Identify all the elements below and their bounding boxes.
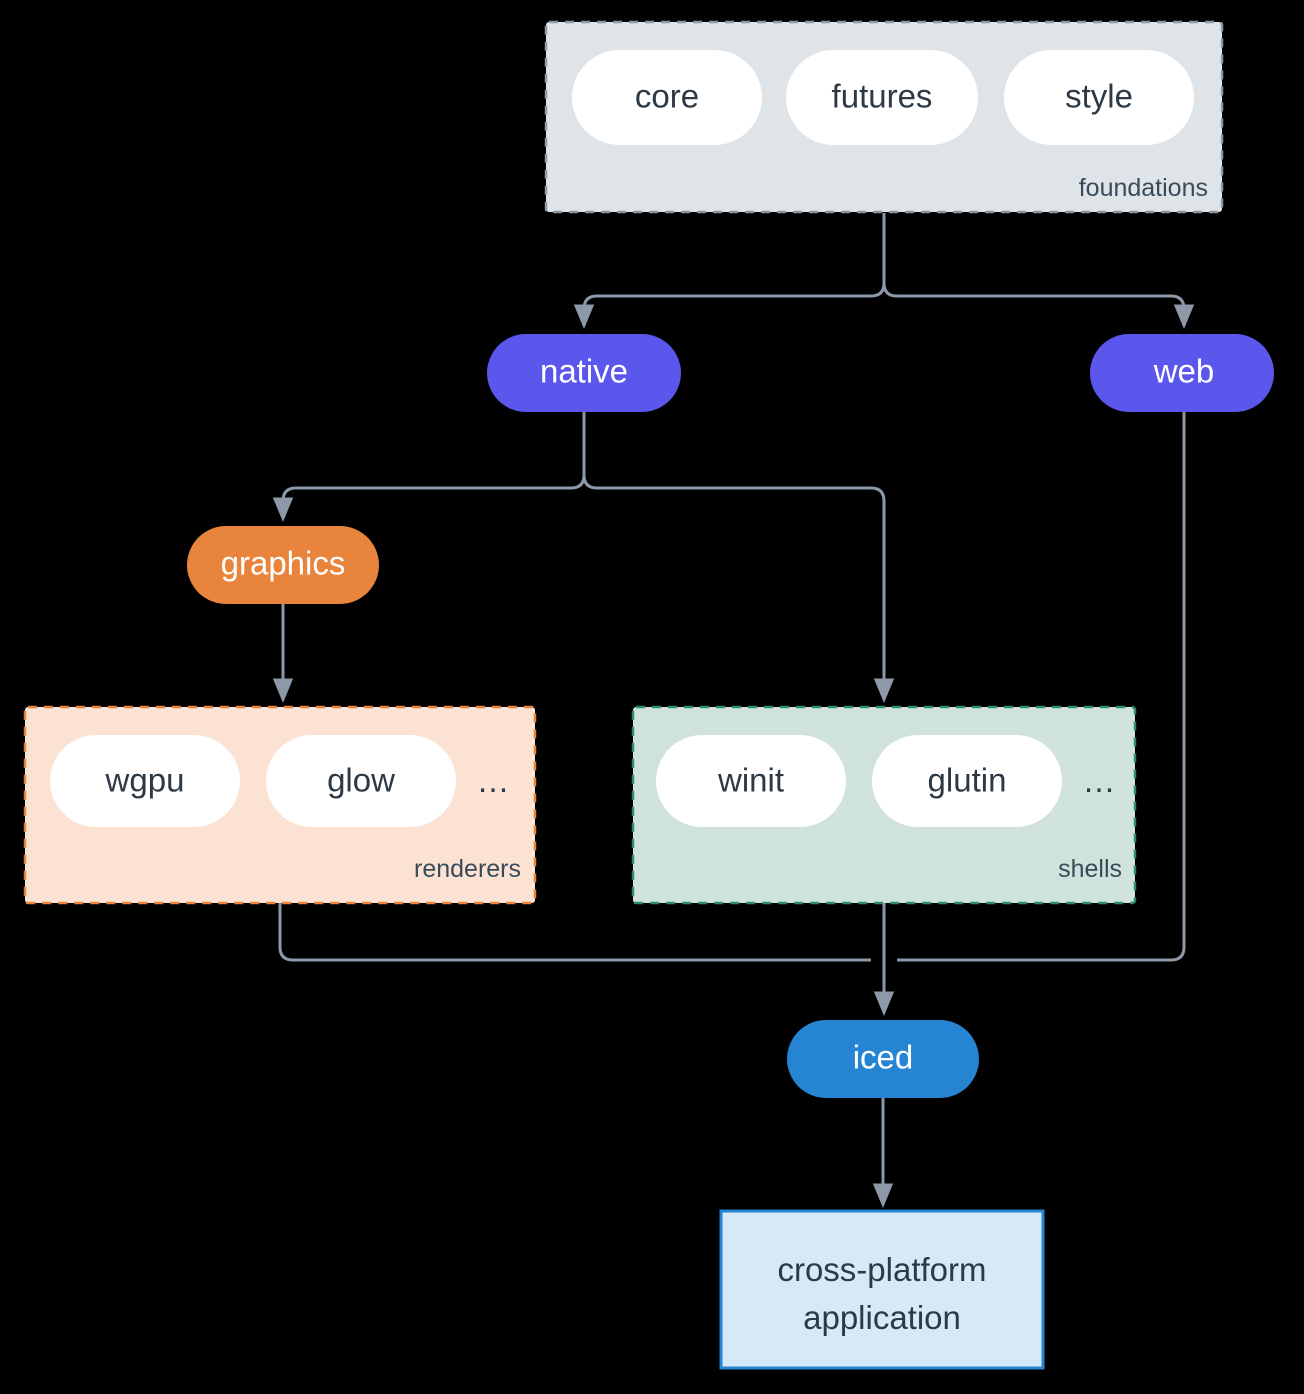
node-native-shape[interactable] bbox=[487, 334, 681, 412]
edge-native-to-graphics bbox=[272, 412, 586, 523]
cluster-shells-label: shells bbox=[1058, 855, 1122, 883]
node-glow[interactable]: glow bbox=[266, 735, 456, 827]
node-wgpu[interactable]: wgpu bbox=[50, 735, 240, 827]
node-core-label: core bbox=[635, 78, 699, 115]
node-application-label-line2: application bbox=[803, 1299, 961, 1336]
node-application-shape[interactable] bbox=[719, 1209, 1045, 1370]
node-application[interactable]: cross-platform application bbox=[719, 1209, 1045, 1370]
node-graphics[interactable]: graphics bbox=[187, 526, 379, 604]
cluster-renderers-label: renderers bbox=[414, 855, 521, 883]
edge-native-to-shells bbox=[582, 412, 895, 704]
node-web-shape[interactable] bbox=[1090, 334, 1274, 412]
edge-renderers-to-iced bbox=[278, 903, 871, 962]
node-glutin-shape[interactable] bbox=[872, 735, 1062, 827]
node-futures-label: futures bbox=[832, 78, 933, 115]
node-winit-shape[interactable] bbox=[656, 735, 846, 827]
node-futures-shape[interactable] bbox=[786, 50, 978, 145]
node-core[interactable]: core bbox=[572, 50, 762, 145]
node-iced-label: iced bbox=[853, 1039, 914, 1076]
node-wgpu-label: wgpu bbox=[105, 762, 185, 799]
node-native-label: native bbox=[540, 353, 628, 390]
node-graphics-shape[interactable] bbox=[187, 526, 379, 604]
node-graphics-label: graphics bbox=[221, 545, 346, 582]
node-winit-label: winit bbox=[717, 762, 784, 799]
node-iced[interactable]: iced bbox=[787, 1020, 979, 1098]
node-style-label: style bbox=[1065, 78, 1133, 115]
node-futures[interactable]: futures bbox=[786, 50, 978, 145]
node-web[interactable]: web bbox=[1090, 334, 1274, 412]
edge-foundations-to-web bbox=[882, 213, 1195, 330]
node-shells-more-label: … bbox=[1083, 762, 1118, 799]
node-application-label-line1: cross-platform bbox=[777, 1251, 986, 1288]
node-glutin[interactable]: glutin bbox=[872, 735, 1062, 827]
node-glow-label: glow bbox=[327, 762, 395, 799]
node-core-shape[interactable] bbox=[572, 50, 762, 145]
node-web-label: web bbox=[1153, 353, 1215, 390]
node-renderers-more-label: … bbox=[477, 762, 512, 799]
node-wgpu-shape[interactable] bbox=[50, 735, 240, 827]
node-style-shape[interactable] bbox=[1004, 50, 1194, 145]
node-iced-shape[interactable] bbox=[787, 1020, 979, 1098]
node-native[interactable]: native bbox=[487, 334, 681, 412]
node-glutin-label: glutin bbox=[928, 762, 1007, 799]
node-glow-shape[interactable] bbox=[266, 735, 456, 827]
node-winit[interactable]: winit bbox=[656, 735, 846, 827]
node-style[interactable]: style bbox=[1004, 50, 1194, 145]
edge-foundations-to-native bbox=[573, 213, 886, 330]
cluster-foundations-label: foundations bbox=[1079, 174, 1208, 202]
edge-web-to-iced bbox=[897, 412, 1186, 962]
